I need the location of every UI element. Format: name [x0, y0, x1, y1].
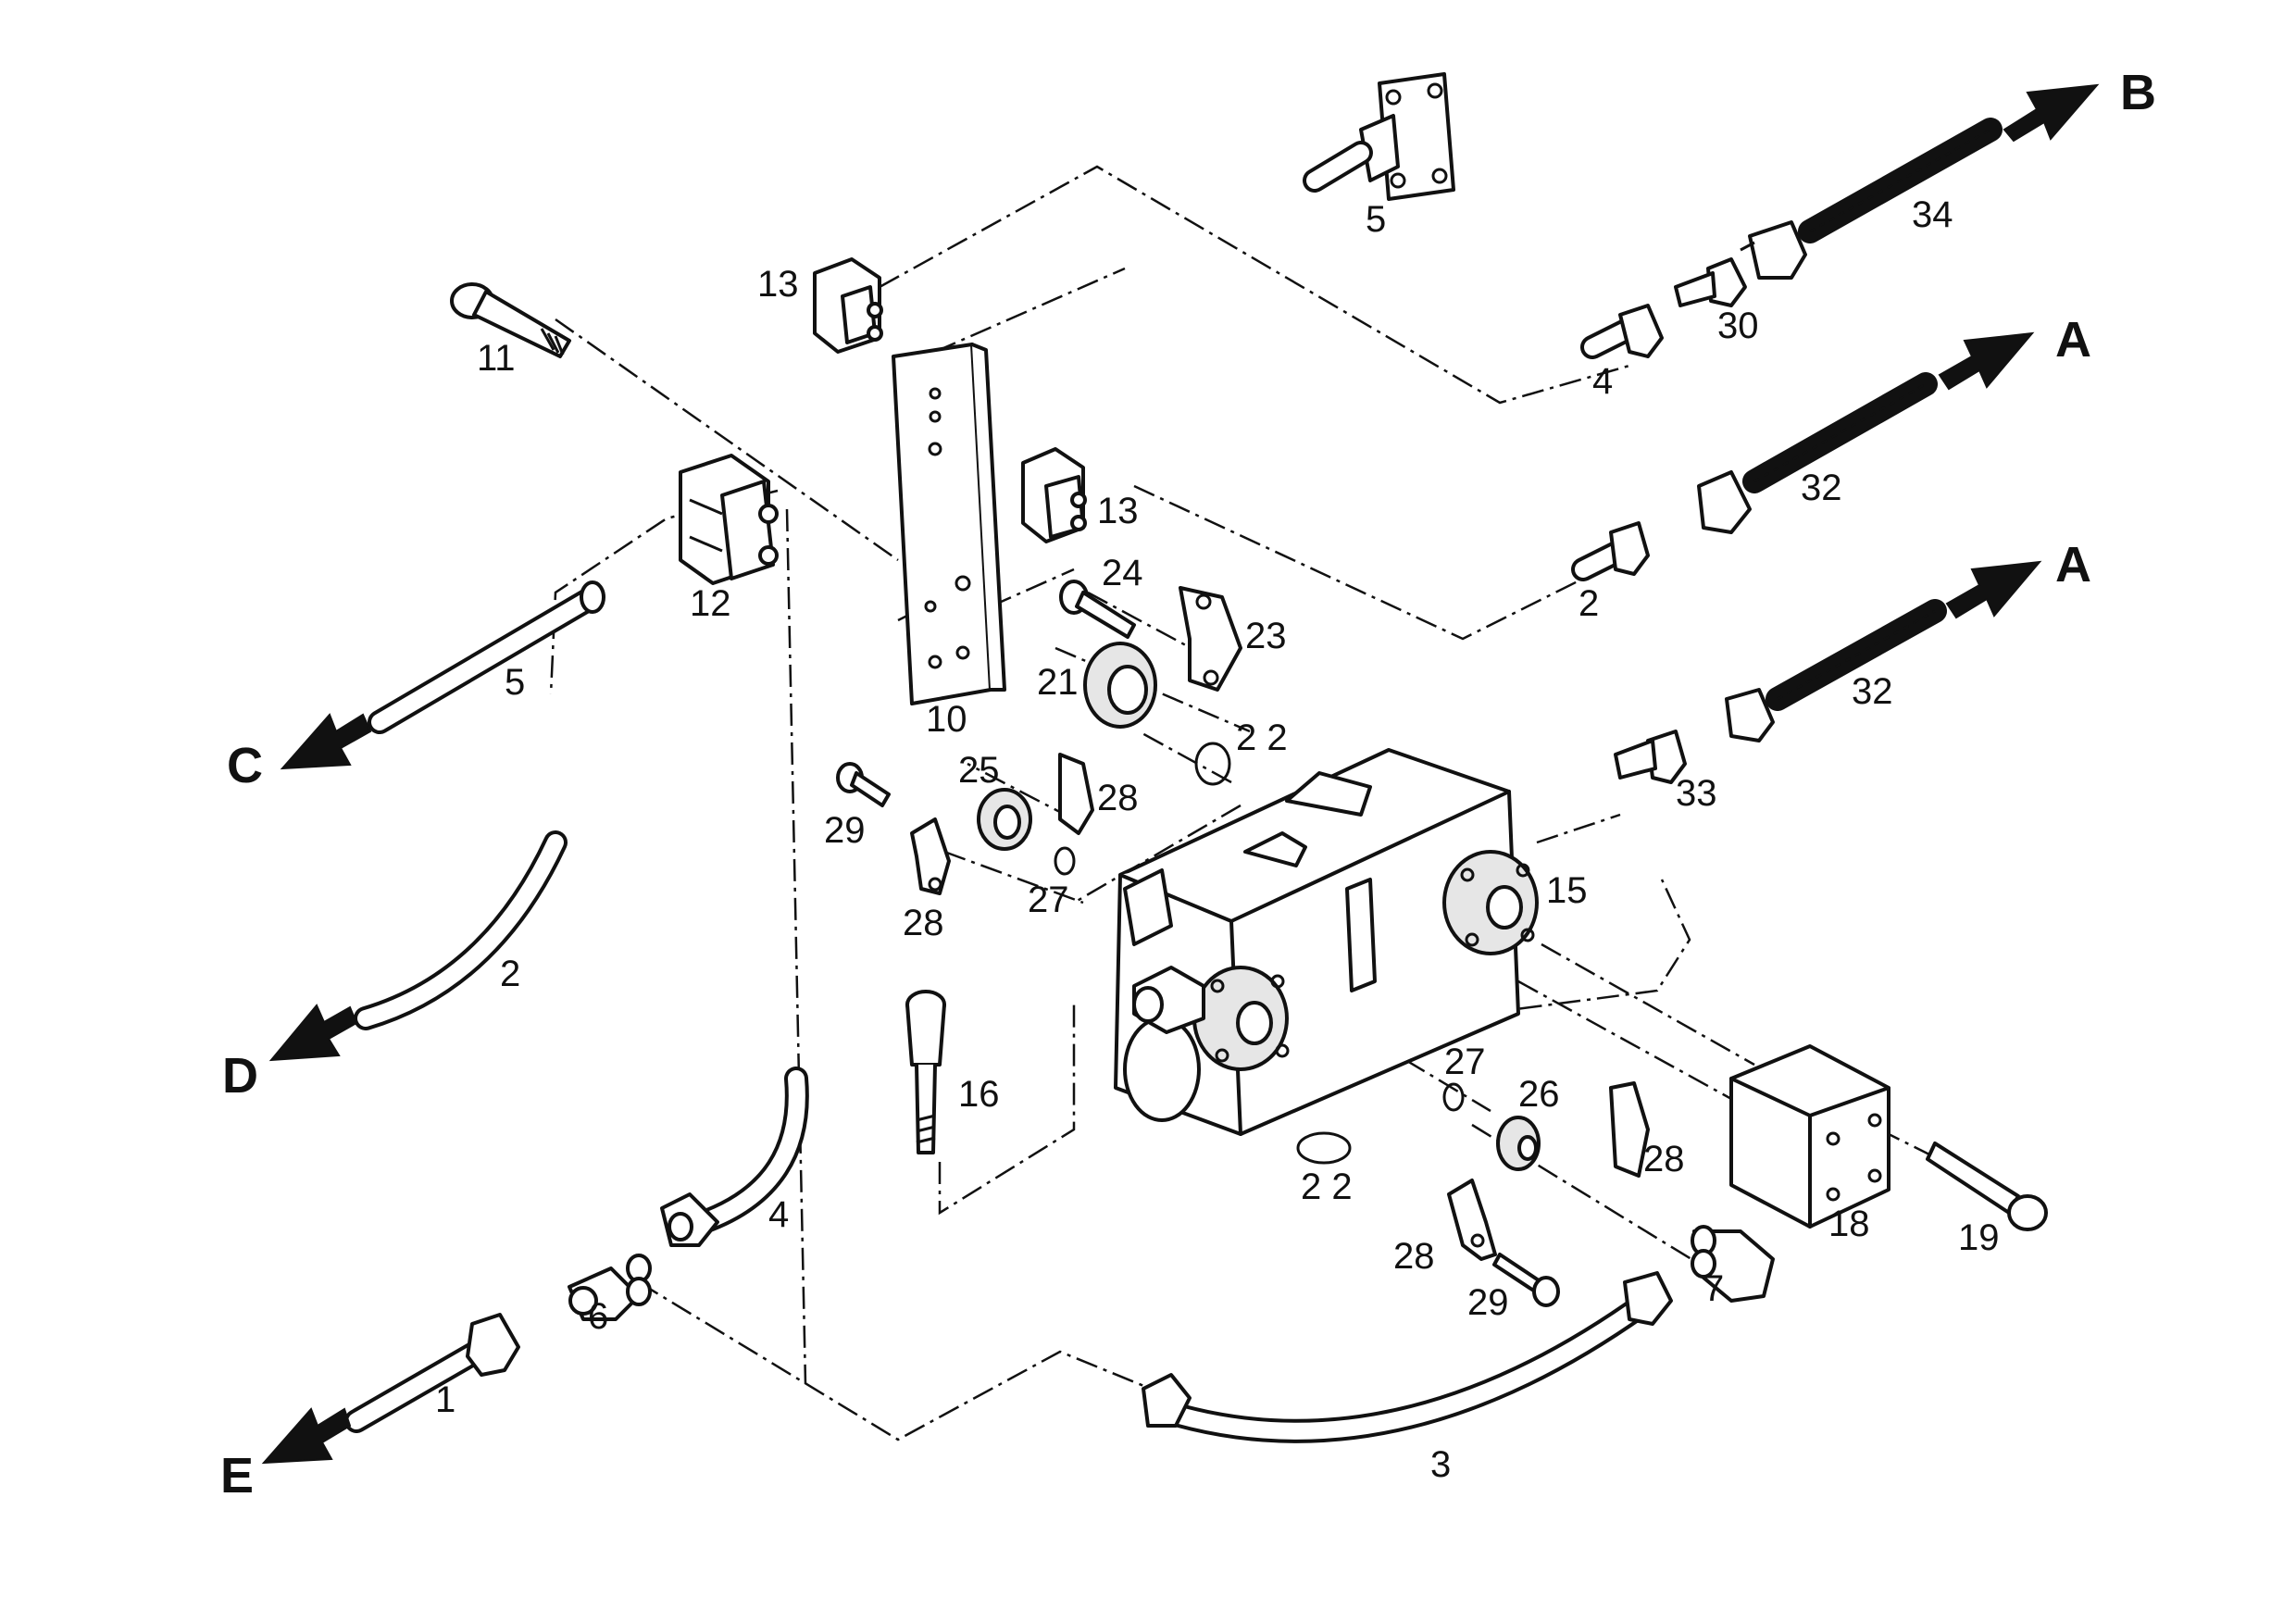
cover-block: [1729, 1044, 1890, 1229]
fitting-30: [1674, 257, 1747, 307]
callout-10: 10: [926, 699, 967, 740]
fitting-4-right: [1580, 304, 1664, 359]
tube-3: [1142, 1271, 1673, 1443]
callout-26: 26: [1518, 1074, 1560, 1115]
callout-7: 7: [1703, 1268, 1724, 1309]
callout-28-right: 28: [1643, 1139, 1685, 1179]
callout-28-upper: 28: [1097, 778, 1139, 818]
callout-29-upper: 29: [824, 810, 866, 851]
callout-25: 25: [958, 750, 1000, 791]
o-ring-22-lower: [1296, 1131, 1352, 1165]
callout-22-upper: 2 2: [1236, 717, 1288, 758]
callout-29-lower: 29: [1467, 1282, 1509, 1323]
callout-33: 33: [1676, 773, 1717, 814]
bolt-11: [450, 282, 571, 358]
o-ring-22-upper: [1194, 742, 1231, 786]
elbow-fitting-7: [1691, 1225, 1775, 1303]
callouts: 5 34 30 4 13 11 13 32 2 12 24 23 5 10 21…: [435, 194, 2000, 1485]
port-label-e: E: [220, 1448, 254, 1503]
arrow-to-a-upper: [1938, 331, 2035, 391]
callout-30: 30: [1717, 306, 1759, 346]
arrow-to-a-lower: [1945, 560, 2042, 619]
callout-23: 23: [1245, 616, 1287, 656]
callout-27-upper: 27: [1028, 880, 1069, 920]
callout-5-left: 5: [505, 662, 525, 703]
callout-28-left: 28: [903, 903, 944, 943]
callout-15: 15: [1546, 870, 1588, 911]
flange-half-28-a: [910, 817, 951, 895]
callout-16: 16: [958, 1074, 1000, 1115]
callout-6: 6: [588, 1296, 608, 1337]
double-clamp: [679, 454, 779, 585]
flange-half-28-d: [1447, 1179, 1497, 1261]
hose-clamp-middle: [1021, 447, 1087, 543]
callout-28-lower: 28: [1393, 1236, 1435, 1277]
fitting-2-right: [1571, 521, 1650, 581]
hose-32-lower-braided: [1725, 599, 1947, 742]
callout-19: 19: [1958, 1217, 2000, 1258]
port-label-a-upper: A: [2055, 312, 2091, 368]
flange-half-28-b: [1058, 753, 1094, 835]
port-label-b: B: [2120, 65, 2156, 120]
callout-34: 34: [1912, 194, 1953, 235]
o-ring-27-upper: [1054, 846, 1076, 876]
o-ring-27-lower: [1442, 1082, 1465, 1112]
callout-1: 1: [435, 1379, 455, 1420]
callout-2-left: 2: [500, 954, 520, 994]
flange-half-28-c: [1609, 1081, 1650, 1178]
hose-32-upper-braided: [1697, 372, 1938, 534]
arrow-to-d: [268, 1004, 358, 1062]
callout-13-top: 13: [757, 264, 799, 305]
fitting-33: [1614, 730, 1687, 784]
mounting-plate: [892, 343, 1006, 705]
arrow-to-b: [2003, 83, 2100, 143]
screw-29-upper: [836, 762, 891, 807]
flange-fitting: [1303, 72, 1455, 201]
screw-29-lower: [1492, 1253, 1560, 1307]
callout-4-right: 4: [1592, 361, 1613, 402]
tee-fitting-6: [568, 1254, 652, 1321]
hose-34-braided: [1740, 118, 2003, 280]
callout-24: 24: [1102, 553, 1143, 593]
callout-4-lower: 4: [768, 1194, 789, 1235]
hose-2-left: [354, 830, 568, 1030]
callout-22-lower: 2 2: [1301, 1167, 1353, 1207]
seal-26: [1496, 1116, 1541, 1171]
callout-3: 3: [1430, 1444, 1451, 1485]
valve-body: [1114, 748, 1539, 1136]
callout-32-upper: 32: [1801, 468, 1842, 508]
seal-ring-25: [977, 788, 1032, 851]
seal-ring-21: [1083, 642, 1157, 729]
arrow-to-e: [261, 1407, 352, 1465]
screw-24: [1059, 580, 1136, 639]
callout-18: 18: [1828, 1204, 1870, 1244]
callout-21: 21: [1037, 662, 1079, 703]
callout-2-right: 2: [1578, 583, 1599, 624]
port-label-d: D: [222, 1048, 258, 1104]
tube-4-lower: [660, 1067, 809, 1247]
hose-clamp-top: [813, 257, 883, 354]
callout-12: 12: [690, 583, 731, 624]
port-label-c: C: [227, 738, 263, 793]
callout-32-lower: 32: [1852, 671, 1893, 712]
callout-27-lower: 27: [1444, 1042, 1486, 1082]
tube-1: [344, 1313, 520, 1433]
callout-13-middle: 13: [1097, 491, 1139, 531]
bolt-16: [905, 990, 946, 1154]
callout-11: 11: [477, 338, 516, 379]
hose-5-lower: [368, 580, 605, 734]
callout-5-top: 5: [1366, 199, 1386, 240]
arrow-to-c: [280, 713, 372, 770]
bolt-19: [1926, 1142, 2048, 1231]
port-label-a-lower: A: [2055, 537, 2091, 593]
flange-half-23: [1179, 586, 1242, 692]
